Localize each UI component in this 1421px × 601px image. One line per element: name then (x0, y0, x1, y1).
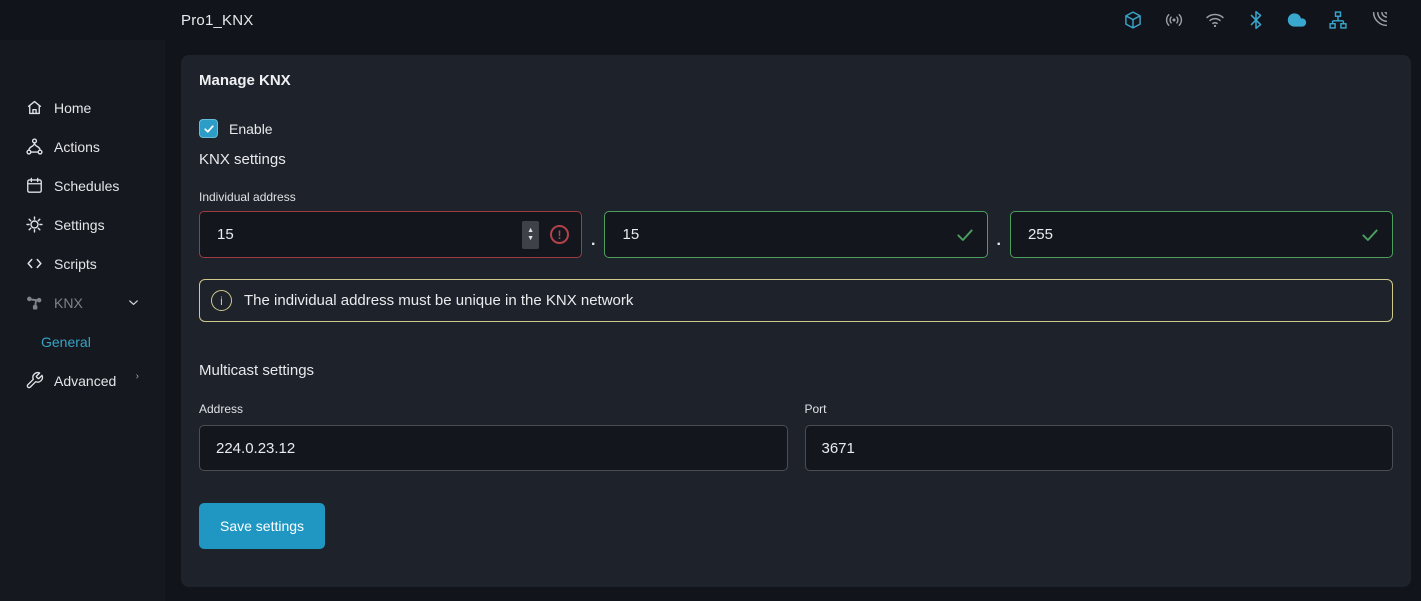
knx-icon (25, 293, 44, 312)
status-icons (1123, 10, 1421, 30)
package-icon (1123, 10, 1143, 30)
save-settings-button[interactable]: Save settings (199, 503, 326, 549)
wifi-icon (1205, 10, 1225, 30)
sidebar-item-label: General (41, 333, 91, 350)
topbar: Pro1_KNX (0, 0, 1421, 40)
home-icon (25, 98, 44, 117)
address-label: Address (199, 402, 244, 416)
cloud-icon (1287, 10, 1307, 30)
enable-label: Enable (229, 120, 273, 137)
sidebar-item-label: Home (54, 99, 92, 116)
multicast-port-input[interactable] (804, 425, 1393, 471)
multicast-settings-title: Multicast settings (199, 362, 315, 379)
address-separator: . (996, 231, 1001, 249)
page-title: Pro1_KNX (181, 11, 254, 29)
individual-address-segment-2 (604, 211, 988, 258)
network-icon (1328, 10, 1348, 30)
multicast-address-input[interactable] (199, 425, 788, 471)
valid-check-icon (955, 225, 975, 245)
valid-check-icon (1360, 225, 1380, 245)
actions-icon (25, 137, 44, 156)
stepper-down-button[interactable]: ▼ (527, 234, 534, 242)
chevron-right-icon (134, 373, 141, 388)
sidebar-item-label: KNX (54, 294, 83, 311)
individual-address-label: Individual address (199, 190, 296, 204)
sidebar: Home Actions Schedules Settings Scripts (0, 40, 165, 601)
manage-knx-card: Manage KNX Enable KNX settings Individua… (181, 55, 1411, 587)
gear-icon (25, 215, 44, 234)
chevron-down-icon (126, 295, 141, 310)
info-banner: i The individual address must be unique … (199, 279, 1393, 322)
sidebar-item-settings[interactable]: Settings (0, 205, 165, 244)
sidebar-item-label: Advanced (54, 372, 117, 389)
main-area: Manage KNX Enable KNX settings Individua… (165, 40, 1421, 601)
error-icon: ! (550, 225, 570, 244)
info-message: The individual address must be unique in… (244, 292, 634, 309)
multicast-row: Address Port (199, 402, 1393, 471)
stepper-up-button[interactable]: ▲ (527, 226, 534, 234)
sidebar-item-label: Settings (54, 216, 105, 233)
sidebar-item-scripts[interactable]: Scripts (0, 244, 165, 283)
individual-address-segment-3 (1009, 211, 1393, 258)
bluetooth-icon (1246, 10, 1266, 30)
sidebar-item-schedules[interactable]: Schedules (0, 166, 165, 205)
individual-address-input-1[interactable] (200, 226, 523, 243)
signal-icon (1369, 10, 1389, 30)
calendar-icon (25, 176, 44, 195)
wrench-icon (25, 371, 44, 390)
info-icon: i (211, 290, 232, 311)
knx-settings-title: KNX settings (199, 151, 286, 168)
sidebar-item-actions[interactable]: Actions (0, 127, 165, 166)
code-icon (25, 254, 44, 273)
sidebar-item-label: Actions (54, 138, 100, 155)
sidebar-item-label: Scripts (54, 255, 97, 272)
individual-address-segment-1: ▲ ▼ ! (199, 211, 583, 258)
sidebar-item-home[interactable]: Home (0, 88, 165, 127)
sidebar-item-general[interactable]: General (0, 322, 165, 361)
enable-row[interactable]: Enable (199, 119, 273, 138)
multicast-port-field: Port (804, 402, 1393, 471)
individual-address-input-2[interactable] (605, 226, 955, 243)
number-stepper[interactable]: ▲ ▼ (522, 220, 540, 249)
multicast-address-field: Address (199, 402, 788, 471)
sidebar-item-advanced[interactable]: Advanced (0, 361, 165, 400)
individual-address-row: ▲ ▼ ! . . (199, 211, 1393, 258)
broadcast-icon (1164, 10, 1184, 30)
port-label: Port (804, 402, 827, 416)
individual-address-input-3[interactable] (1010, 226, 1360, 243)
enable-checkbox[interactable] (199, 119, 218, 138)
card-title: Manage KNX (199, 72, 291, 89)
sidebar-item-knx[interactable]: KNX (0, 283, 165, 322)
sidebar-item-label: Schedules (54, 177, 120, 194)
address-separator: . (591, 231, 596, 249)
